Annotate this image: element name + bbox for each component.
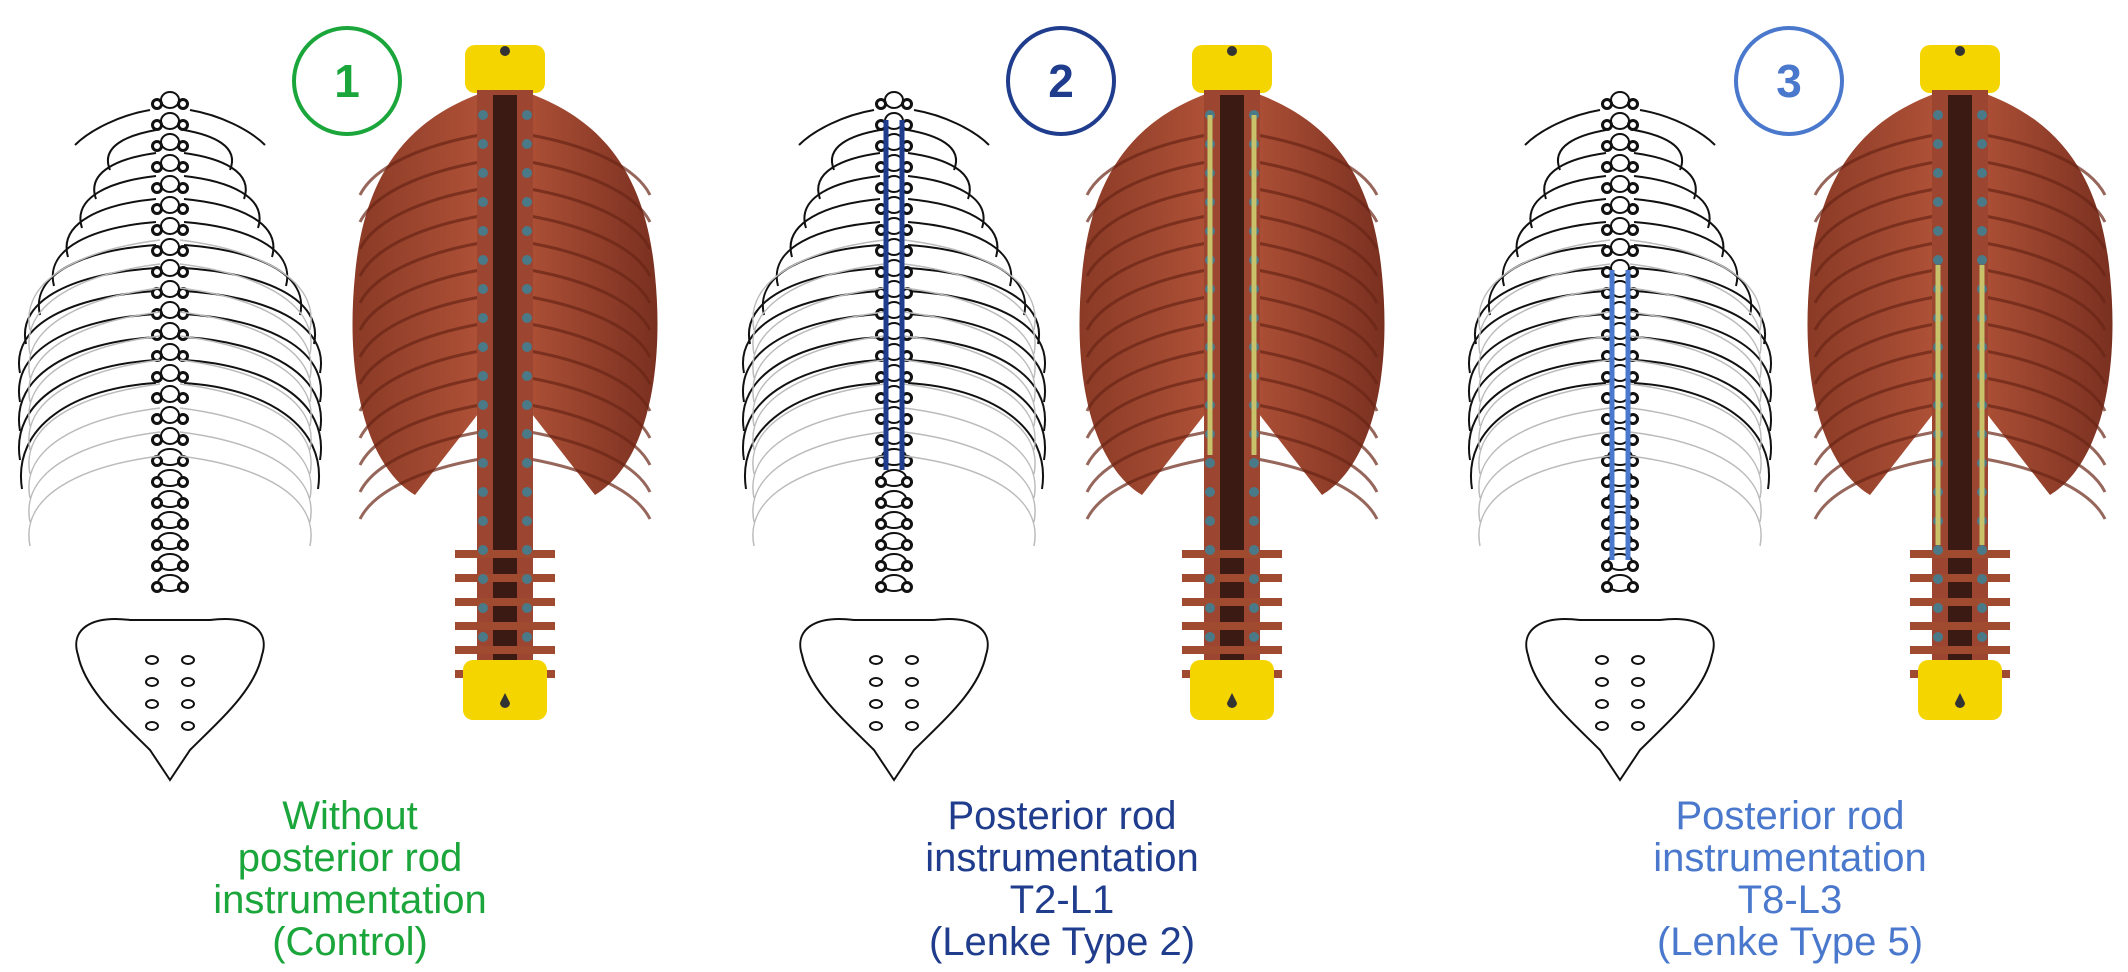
- spine-specimen-photo-icon: [1807, 45, 2113, 720]
- spine-line-drawing-icon: [1467, 91, 1773, 782]
- panel-control: 1 Without posterior rod instrumentation …: [0, 0, 709, 972]
- caption-line: Posterior rod: [1675, 794, 1905, 838]
- caption-line: posterior rod: [237, 836, 463, 880]
- caption-line: Posterior rod: [947, 794, 1177, 838]
- caption-line: (Lenke Type 2): [928, 920, 1196, 964]
- panel-number-badge: 3: [1734, 26, 1844, 136]
- spine-line-drawing-icon: [741, 91, 1047, 782]
- caption-line: (Control): [272, 920, 428, 964]
- caption-line: Without: [282, 794, 418, 838]
- spine-line-drawing-icon: [17, 91, 323, 782]
- spine-specimen-photo-icon: [1079, 45, 1385, 720]
- panel-number-badge: 1: [292, 26, 402, 136]
- spine-specimen-photo-icon: [352, 45, 658, 720]
- caption-line: T8-L3: [1737, 878, 1843, 922]
- panel-caption: Posterior rod instrumentation T8-L3 (Len…: [1560, 795, 2020, 963]
- caption-line: instrumentation: [1653, 836, 1927, 880]
- panel-t8-l3: 3 Posterior rod instrumentation T8-L3 (L…: [1418, 0, 2127, 972]
- panel-caption: Without posterior rod instrumentation (C…: [120, 795, 580, 963]
- panel-number-badge: 2: [1006, 26, 1116, 136]
- caption-line: T2-L1: [1009, 878, 1115, 922]
- panel-caption: Posterior rod instrumentation T2-L1 (Len…: [832, 795, 1292, 963]
- caption-line: instrumentation: [925, 836, 1199, 880]
- caption-line: instrumentation: [213, 878, 487, 922]
- panel-t2-l1: 2 Posterior rod instrumentation T2-L1 (L…: [709, 0, 1418, 972]
- caption-line: (Lenke Type 5): [1656, 920, 1924, 964]
